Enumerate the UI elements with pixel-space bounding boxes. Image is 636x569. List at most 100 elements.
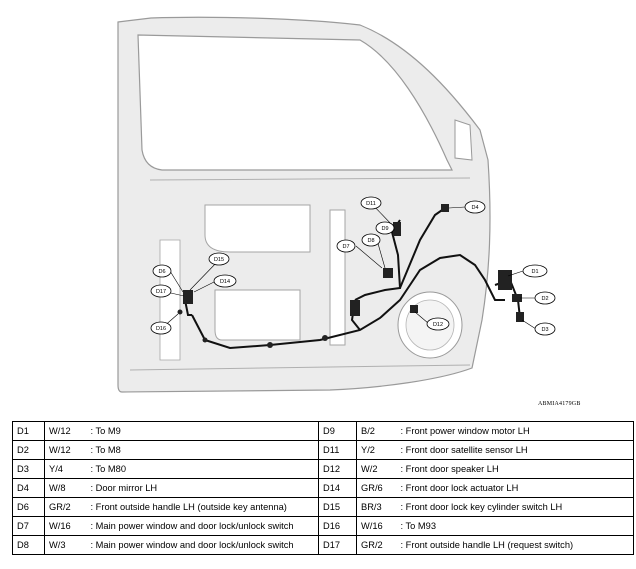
callout-d2: D2 xyxy=(534,291,556,305)
legend-desc-cell: : To M93 xyxy=(396,516,634,536)
mirror-notch xyxy=(454,119,473,161)
connector-block xyxy=(410,305,418,313)
lower-edge-line xyxy=(129,364,471,371)
figure-id: ABMIA4179GB xyxy=(538,401,581,407)
callout-d3: D3 xyxy=(534,322,556,336)
legend-color-cell: GR/6 xyxy=(356,478,397,498)
callout-d8: D8 xyxy=(361,233,381,247)
legend-code-cell: D1 xyxy=(12,421,45,441)
clip xyxy=(177,309,183,315)
connector-block xyxy=(516,312,524,322)
svg-text:D1: D1 xyxy=(531,269,538,275)
harness-main xyxy=(191,253,505,350)
legend-desc-cell: : Front door lock actuator LH xyxy=(396,478,634,498)
harness-front xyxy=(184,299,192,316)
window-opening xyxy=(137,34,453,171)
legend-color-cell: W/3 xyxy=(44,535,87,555)
svg-text:D16: D16 xyxy=(156,326,166,332)
legend-desc-cell: : Main power window and door lock/unlock… xyxy=(86,535,319,555)
legend-code-cell: D6 xyxy=(12,497,45,517)
callout-d15: D15 xyxy=(208,252,230,266)
svg-text:D12: D12 xyxy=(433,322,443,328)
legend-desc-cell: : Front door satellite sensor LH xyxy=(396,440,634,460)
legend-desc-cell: : Front power window motor LH xyxy=(396,421,634,441)
callout-d9: D9 xyxy=(375,221,395,235)
legend-color-cell: W/16 xyxy=(44,516,87,536)
connector-block xyxy=(350,300,360,316)
center-cutout xyxy=(329,209,346,346)
legend-color-cell: GR/2 xyxy=(356,535,397,555)
callout-d6: D6 xyxy=(152,264,172,278)
legend-desc-cell: : To M80 xyxy=(86,459,319,479)
lower-cutout xyxy=(214,289,301,341)
legend-code-cell: D8 xyxy=(12,535,45,555)
legend-code-cell: D9 xyxy=(318,421,357,441)
svg-text:D9: D9 xyxy=(381,226,388,232)
legend-color-cell: B/2 xyxy=(356,421,397,441)
connector-block xyxy=(441,204,449,212)
callout-d16: D16 xyxy=(150,321,172,335)
legend-desc-cell: : Front door lock key cylinder switch LH xyxy=(396,497,634,517)
svg-text:D3: D3 xyxy=(541,327,548,333)
legend-color-cell: W/12 xyxy=(44,440,87,460)
connector-block xyxy=(383,268,393,278)
svg-text:D4: D4 xyxy=(471,205,478,211)
legend-desc-cell: : Main power window and door lock/unlock… xyxy=(86,516,319,536)
legend-code-cell: D11 xyxy=(318,440,357,460)
svg-text:D8: D8 xyxy=(367,238,374,244)
connector-block xyxy=(393,222,401,236)
legend-desc-cell: : To M8 xyxy=(86,440,319,460)
svg-text:D11: D11 xyxy=(366,201,376,207)
legend-desc-cell: : To M9 xyxy=(86,421,319,441)
svg-text:D15: D15 xyxy=(214,257,224,263)
legend-code-cell: D16 xyxy=(318,516,357,536)
legend-desc-cell: : Front door speaker LH xyxy=(396,459,634,479)
legend-color-cell: Y/4 xyxy=(44,459,87,479)
clip xyxy=(322,335,328,341)
callout-d1: D1 xyxy=(522,264,548,278)
callout-d17: D17 xyxy=(150,284,172,298)
callout-d4: D4 xyxy=(464,200,486,214)
legend-color-cell: W/16 xyxy=(356,516,397,536)
svg-text:D14: D14 xyxy=(220,279,230,285)
svg-text:D17: D17 xyxy=(156,289,166,295)
legend-code-cell: D7 xyxy=(12,516,45,536)
legend-desc-cell: : Front outside handle LH (outside key a… xyxy=(86,497,319,517)
clip xyxy=(267,342,273,348)
connector-block xyxy=(498,270,512,290)
legend-color-cell: W/2 xyxy=(356,459,397,479)
legend-desc-cell: : Door mirror LH xyxy=(86,478,319,498)
legend-color-cell: BR/3 xyxy=(356,497,397,517)
svg-text:D2: D2 xyxy=(541,296,548,302)
legend-code-cell: D14 xyxy=(318,478,357,498)
legend-color-cell: W/12 xyxy=(44,421,87,441)
legend-code-cell: D15 xyxy=(318,497,357,517)
callout-d12: D12 xyxy=(426,317,450,331)
legend-color-cell: W/8 xyxy=(44,478,87,498)
front-cutout xyxy=(159,239,181,361)
legend-desc-cell: : Front outside handle LH (request switc… xyxy=(396,535,634,555)
legend-code-cell: D2 xyxy=(12,440,45,460)
callout-d7: D7 xyxy=(336,239,356,253)
callout-d14: D14 xyxy=(213,274,237,288)
harness-upper xyxy=(399,207,446,289)
connector-block xyxy=(183,290,193,304)
legend-code-cell: D3 xyxy=(12,459,45,479)
legend-color-cell: GR/2 xyxy=(44,497,87,517)
clip xyxy=(202,337,208,343)
svg-text:D6: D6 xyxy=(158,269,165,275)
legend-code-cell: D4 xyxy=(12,478,45,498)
connector-block xyxy=(512,294,522,302)
legend-code-cell: D17 xyxy=(318,535,357,555)
upper-cutout xyxy=(204,204,311,253)
belt-line xyxy=(149,177,471,181)
